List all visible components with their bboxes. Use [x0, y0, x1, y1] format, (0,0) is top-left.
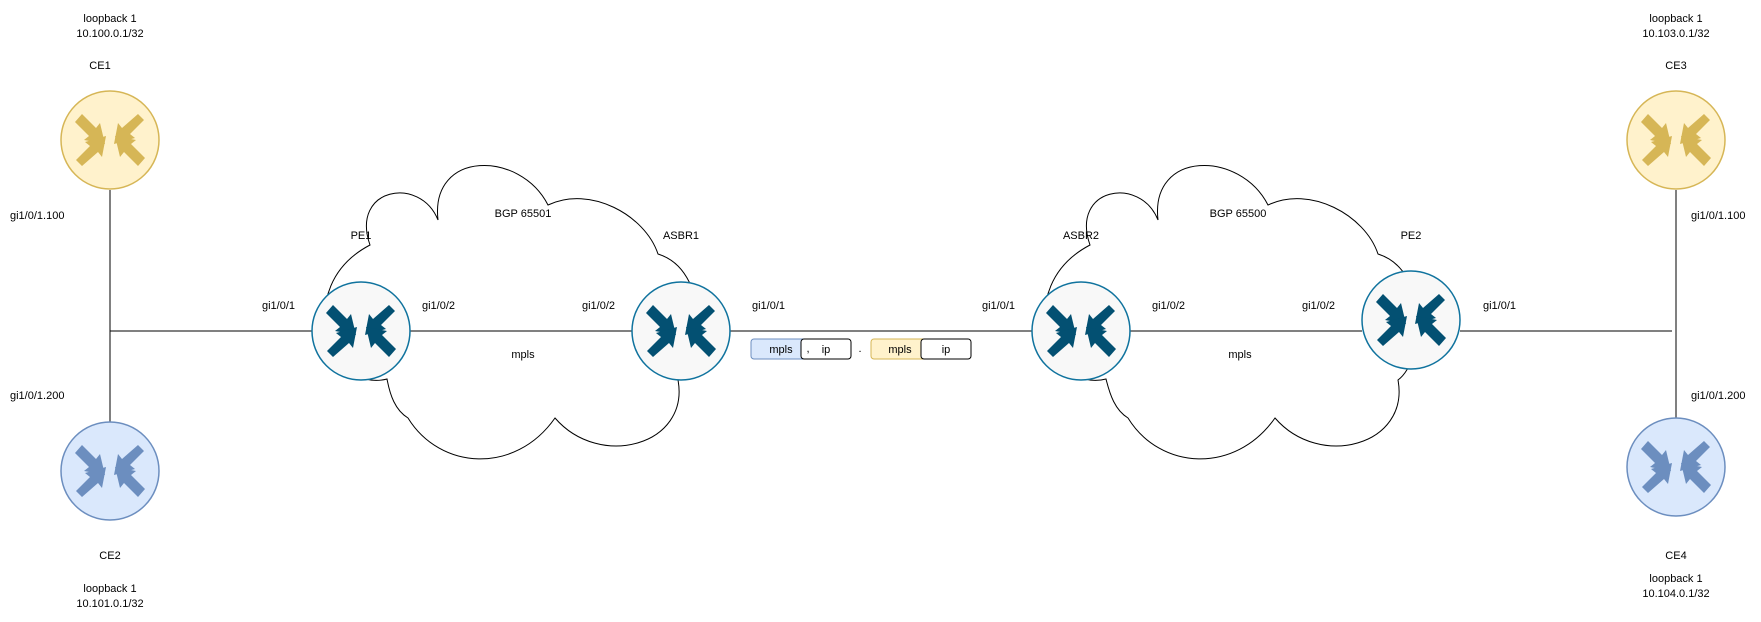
if-ce2: gi1/0/1.200	[10, 390, 64, 402]
if-asbr1-left: gi1/0/2	[582, 300, 615, 312]
packet-1-dot-right: .	[858, 343, 861, 355]
packet-2: mpls ip	[870, 338, 972, 360]
ce1-loopback-ip: 10.100.0.1/32	[76, 28, 143, 40]
pe1-name: PE1	[351, 230, 372, 242]
ce3-loopback-ip: 10.103.0.1/32	[1642, 28, 1709, 40]
packet-2-ip-label: ip	[942, 344, 951, 356]
router-ce3[interactable]	[1626, 90, 1726, 190]
ce4-name: CE4	[1665, 550, 1686, 562]
router-ce1[interactable]	[60, 90, 160, 190]
pe2-name: PE2	[1401, 230, 1422, 242]
ce2-loopback-ip: 10.101.0.1/32	[76, 598, 143, 610]
cloud-bgp-65500	[1044, 164, 1419, 460]
router-ce4[interactable]	[1626, 417, 1726, 517]
ce2-loopback-label: loopback 1	[83, 583, 136, 595]
router-pe1[interactable]	[311, 281, 411, 381]
ce2-name: CE2	[99, 550, 120, 562]
ce4-loopback-ip: 10.104.0.1/32	[1642, 588, 1709, 600]
packet-1-ip-box	[800, 338, 852, 360]
router-asbr2[interactable]	[1031, 281, 1131, 381]
packet-2-mpls-label: mpls	[888, 344, 912, 356]
router-asbr1[interactable]	[631, 281, 731, 381]
router-pe2[interactable]	[1361, 270, 1461, 370]
if-ce3: gi1/0/1.100	[1691, 210, 1745, 222]
packet-1-mpls-label: mpls	[769, 344, 793, 356]
links	[109, 190, 1677, 422]
ce1-name: CE1	[89, 60, 110, 72]
if-pe1-left: gi1/0/1	[262, 300, 295, 312]
packet-1-dot-left: ,	[806, 343, 809, 355]
if-pe2-right: gi1/0/1	[1483, 300, 1516, 312]
cloud-right-label: BGP 65500	[1210, 208, 1267, 220]
cloud-left-link-label: mpls	[511, 349, 535, 361]
asbr2-name: ASBR2	[1063, 230, 1099, 242]
ce4-loopback-label: loopback 1	[1649, 573, 1702, 585]
ce3-name: CE3	[1665, 60, 1686, 72]
ce1-loopback-label: loopback 1	[83, 13, 136, 25]
if-asbr1-right: gi1/0/1	[752, 300, 785, 312]
cloud-left-label: BGP 65501	[495, 208, 552, 220]
if-pe1-right: gi1/0/2	[422, 300, 455, 312]
ce3-loopback-label: loopback 1	[1649, 13, 1702, 25]
router-ce2[interactable]	[60, 421, 160, 521]
if-ce4: gi1/0/1.200	[1691, 390, 1745, 402]
if-pe2-left: gi1/0/2	[1302, 300, 1335, 312]
packet-2-ip-box	[920, 338, 972, 360]
packet-1-ip-label: ip	[822, 344, 831, 356]
asbr1-name: ASBR1	[663, 230, 699, 242]
cloud-bgp-65501	[324, 164, 699, 460]
if-ce1: gi1/0/1.100	[10, 210, 64, 222]
packet-1: mpls ip , .	[750, 338, 862, 360]
if-asbr2-left: gi1/0/1	[982, 300, 1015, 312]
if-asbr2-right: gi1/0/2	[1152, 300, 1185, 312]
cloud-right-link-label: mpls	[1228, 349, 1252, 361]
